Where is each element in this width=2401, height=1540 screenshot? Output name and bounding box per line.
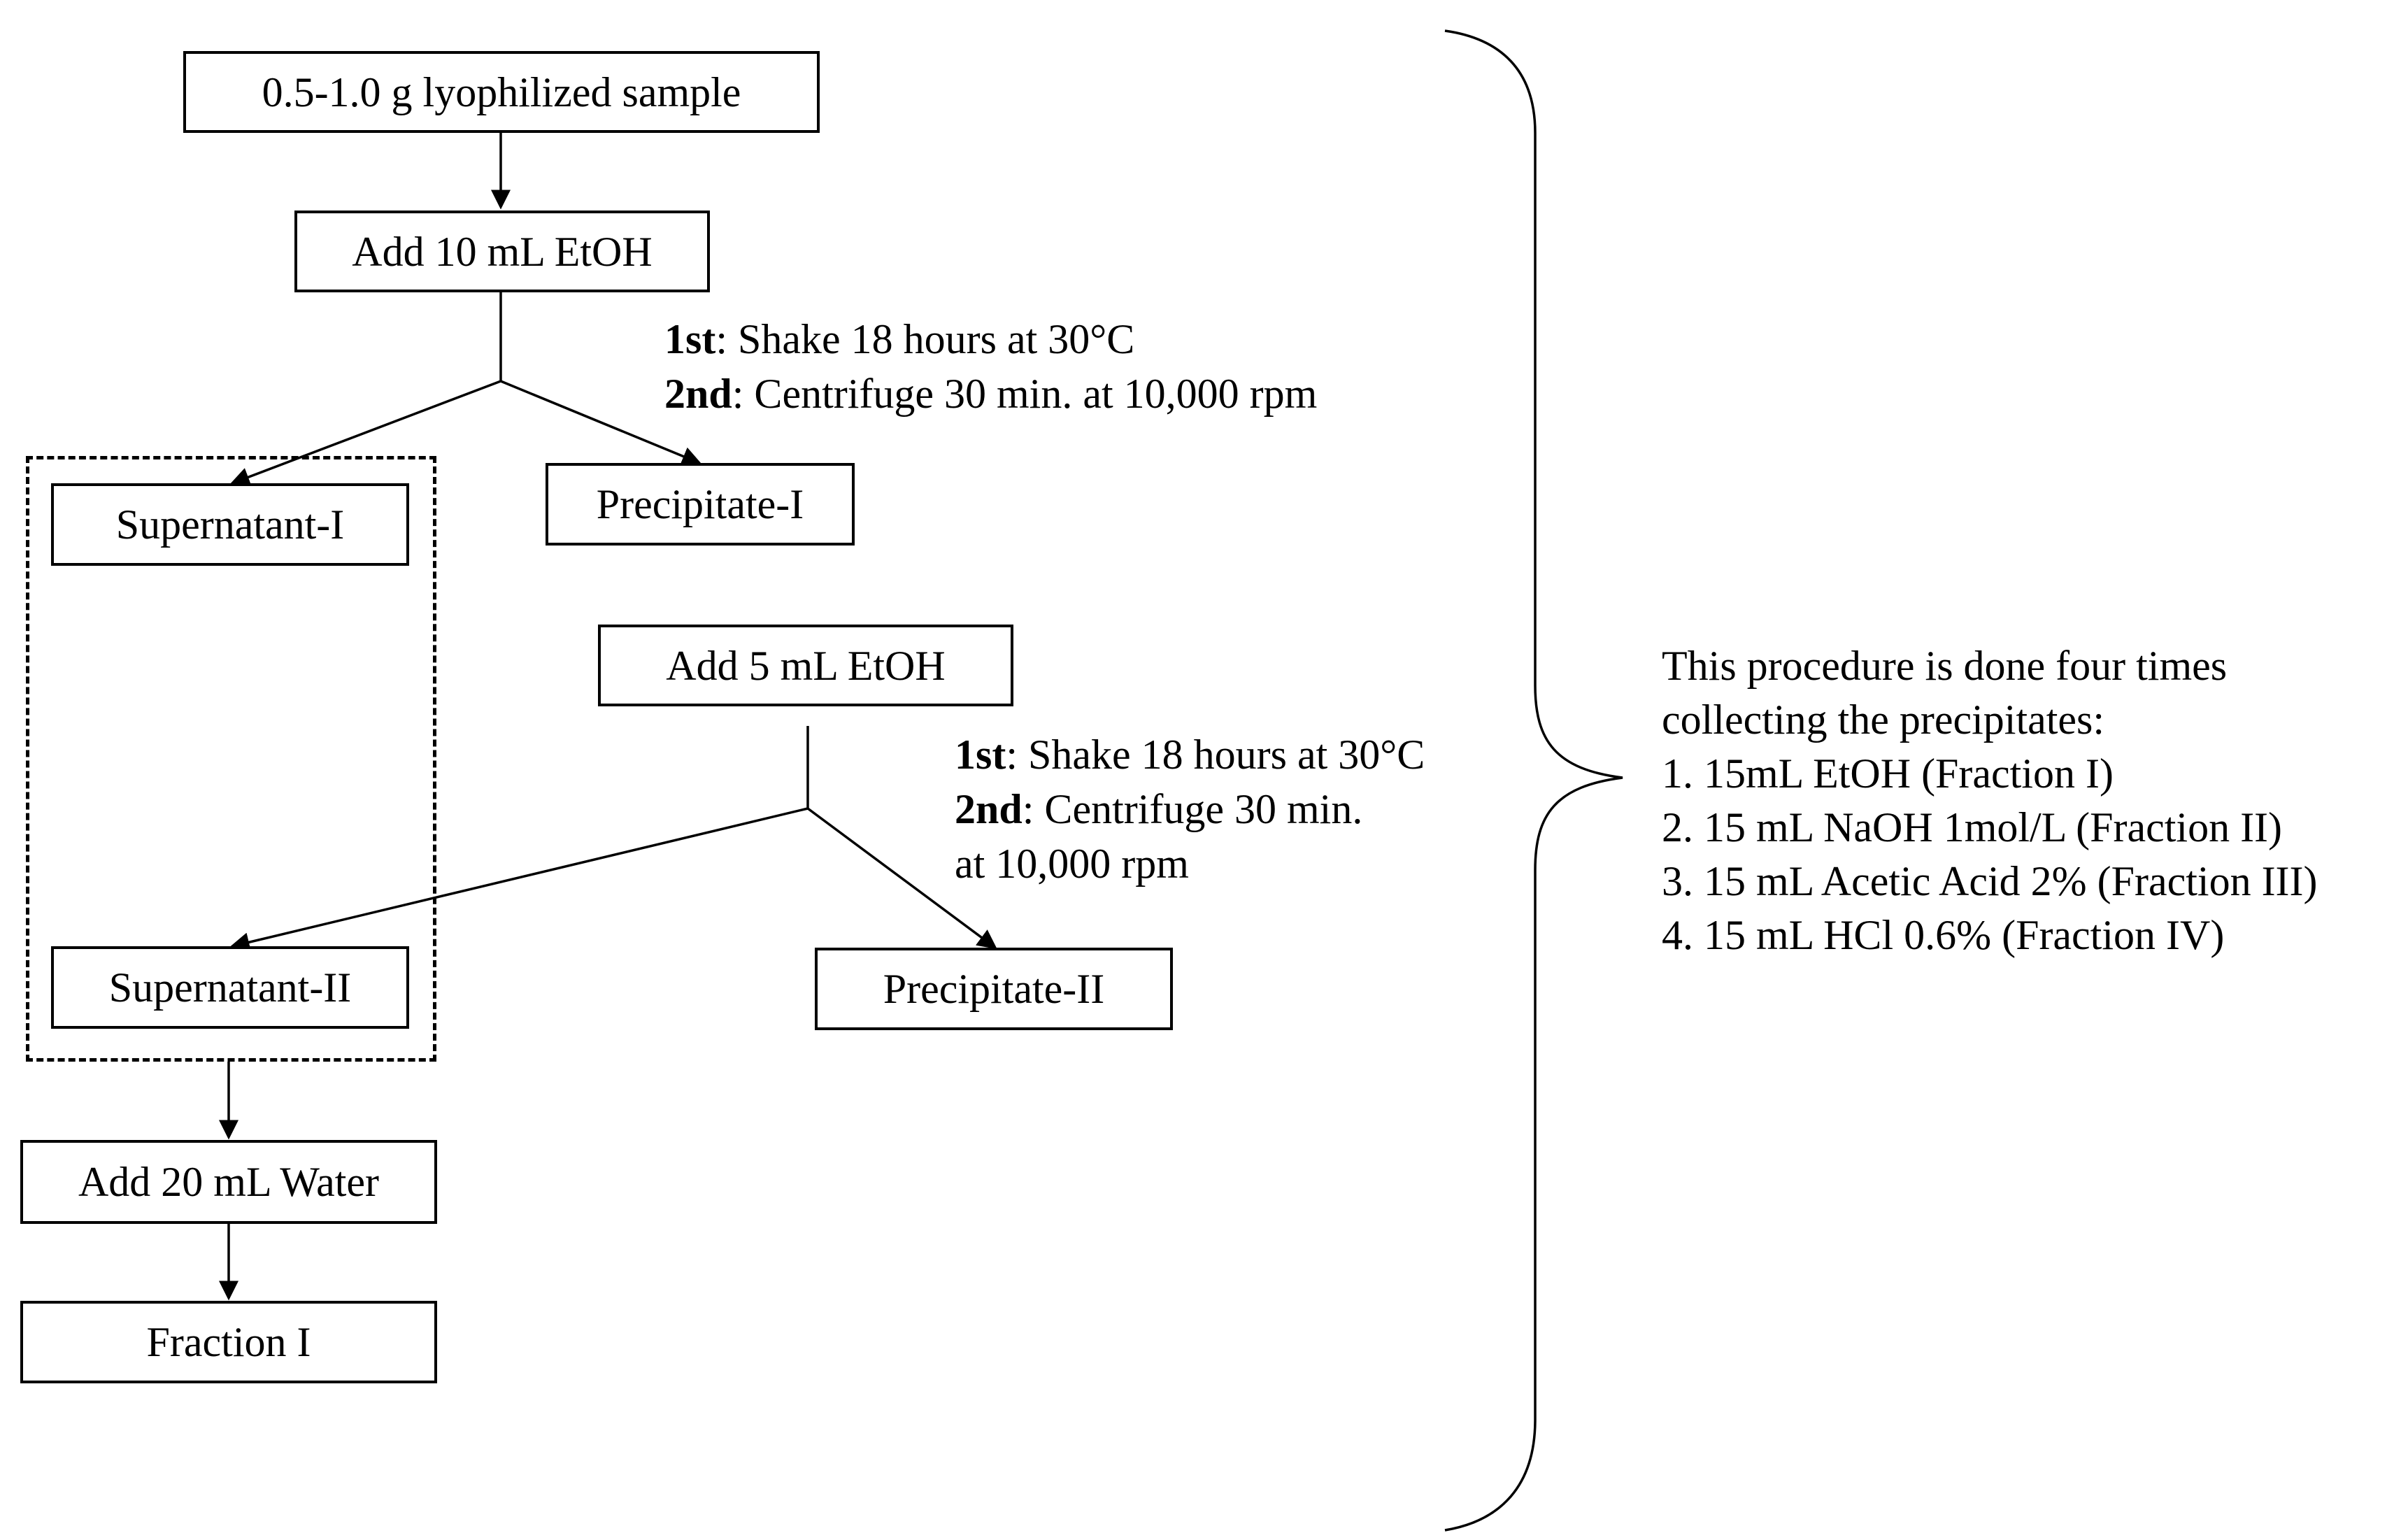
- step-2-conditions: 1st: Shake 18 hours at 30°C 2nd: Centrif…: [955, 727, 1425, 891]
- arrow-to-precipitate-2: [806, 807, 997, 950]
- supernatant-2-box: Supernatant-II: [51, 946, 409, 1029]
- step-1-first-label: 1st: [664, 316, 716, 362]
- arrow-to-supernatant-2: [229, 807, 808, 952]
- step-1-second-label: 2nd: [664, 371, 732, 417]
- arrow-to-supernatant-1: [229, 380, 501, 487]
- step-1-conditions: 1st: Shake 18 hours at 30°C 2nd: Centrif…: [664, 312, 1317, 421]
- step-2-first-label: 1st: [955, 732, 1006, 778]
- step-2-second-text: : Centrifuge 30 min.: [1022, 786, 1363, 832]
- step-2-second-text-cont: at 10,000 rpm: [955, 841, 1189, 887]
- precipitate-2-box: Precipitate-II: [815, 948, 1173, 1030]
- step-1-first-text: : Shake 18 hours at 30°C: [715, 316, 1135, 362]
- note-item: 4. 15 mL HCl 0.6% (Fraction IV): [1662, 912, 2225, 958]
- curly-brace: [1444, 29, 1623, 1532]
- add-etoh-10-box: Add 10 mL EtOH: [294, 211, 710, 292]
- step-1-second-text: : Centrifuge 30 min. at 10,000 rpm: [732, 371, 1318, 417]
- arrow-to-precipitate-1: [500, 380, 702, 466]
- supernatant-group-frame: [26, 456, 436, 1062]
- note-line-2: collecting the precipitates:: [1662, 697, 2105, 743]
- note-item: 3. 15 mL Acetic Acid 2% (Fraction III): [1662, 858, 2318, 904]
- supernatant-1-box: Supernatant-I: [51, 483, 409, 566]
- sample-box: 0.5-1.0 g lyophilized sample: [183, 51, 820, 133]
- add-etoh-5-box: Add 5 mL EtOH: [598, 625, 1013, 706]
- procedure-note: This procedure is done four times collec…: [1662, 639, 2318, 962]
- step-2-first-text: : Shake 18 hours at 30°C: [1006, 732, 1425, 778]
- note-item: 2. 15 mL NaOH 1mol/L (Fraction II): [1662, 804, 2283, 850]
- step-2-second-label: 2nd: [955, 786, 1023, 832]
- note-item: 1. 15mL EtOH (Fraction I): [1662, 750, 2114, 797]
- fraction-1-box: Fraction I: [20, 1301, 437, 1383]
- precipitate-1-box: Precipitate-I: [546, 463, 855, 546]
- add-water-box: Add 20 mL Water: [20, 1140, 437, 1224]
- note-line-1: This procedure is done four times: [1662, 643, 2228, 689]
